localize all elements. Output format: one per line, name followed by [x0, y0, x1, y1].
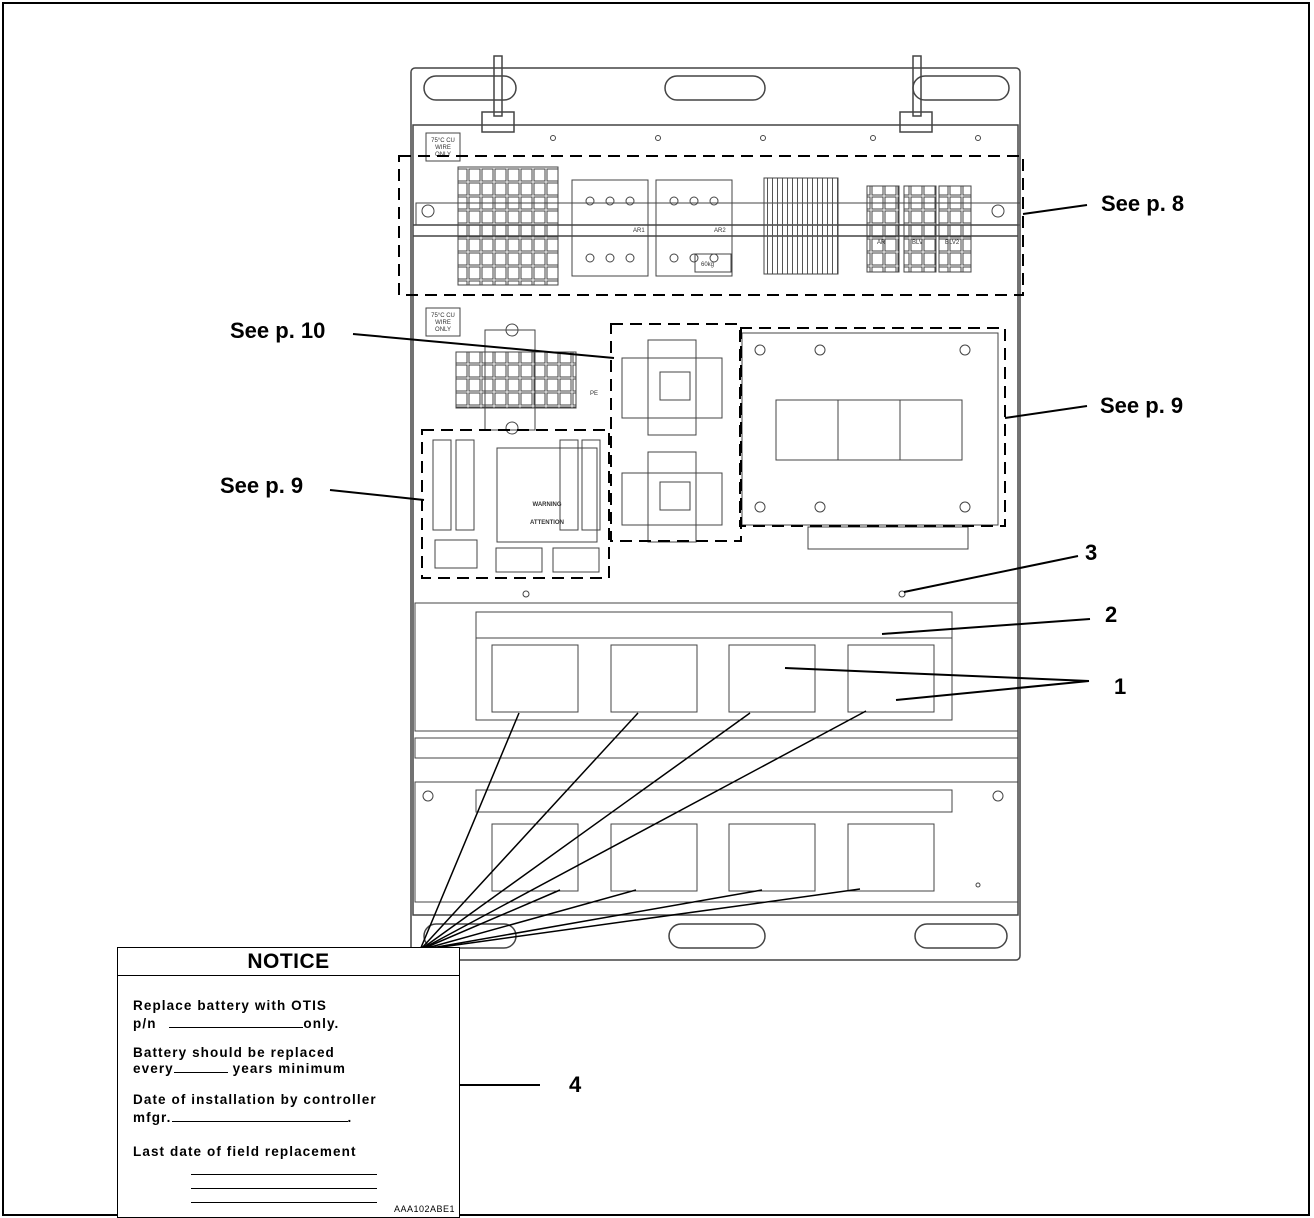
notice-every-suffix: years minimum — [232, 1061, 346, 1076]
notice-line-pn: p/n only. — [133, 1016, 339, 1031]
svg-text:WIRE: WIRE — [435, 320, 451, 326]
svg-text:60kg: 60kg — [701, 262, 714, 268]
leader-lines — [329, 204, 1091, 1086]
callout-number-1: 1 — [1114, 674, 1127, 699]
notice-mfgr-prefix: mfgr. — [133, 1110, 172, 1125]
notice-pn-suffix: only. — [303, 1016, 340, 1031]
callout-number-2: 2 — [1105, 602, 1118, 627]
svg-text:BLV2: BLV2 — [945, 240, 960, 246]
notice-part-code: AAA102ABE1 — [393, 1204, 455, 1214]
svg-text:ONLY: ONLY — [435, 327, 451, 333]
safety-labels: WARNING ATTENTION PE — [530, 391, 598, 526]
callout-see-p9-right: See p. 9 — [1100, 393, 1184, 418]
callout-see-p8: See p. 8 — [1101, 191, 1185, 216]
callout-see-p9-left: See p. 9 — [220, 473, 304, 498]
svg-text:WARNING: WARNING — [533, 502, 562, 508]
callout-regions — [398, 155, 1024, 579]
svg-text:75°C CU: 75°C CU — [431, 138, 455, 144]
svg-text:AR1: AR1 — [633, 228, 645, 234]
notice-line-last-date: Last date of field replacement — [133, 1144, 357, 1159]
notice-every-prefix: every — [133, 1061, 174, 1076]
notice-title-rule — [118, 975, 459, 976]
notice-line-mfgr: mfgr.. — [133, 1110, 352, 1125]
callout-number-4: 4 — [569, 1072, 582, 1097]
mounting-holes — [522, 135, 981, 888]
notice-title: NOTICE — [247, 950, 330, 973]
svg-text:AR2: AR2 — [714, 228, 726, 234]
signature-line-2 — [191, 1188, 377, 1189]
notice-leader-lines — [419, 710, 867, 951]
notice-line-replace: Replace battery with OTIS — [133, 998, 328, 1013]
pn-blank — [169, 1017, 304, 1028]
svg-text:AR: AR — [877, 240, 886, 246]
svg-text:PE: PE — [590, 391, 598, 397]
signature-line-1 — [191, 1174, 377, 1175]
wire-label-middle: 75°C CU WIRE ONLY — [425, 307, 461, 337]
svg-text:WIRE: WIRE — [435, 145, 451, 151]
callout-number-3: 3 — [1085, 540, 1098, 565]
relay-labels: AR1 AR2 AR BLV BLV2 60kg — [633, 228, 960, 268]
notice-line-every: every years minimum — [133, 1061, 346, 1076]
signature-line-3 — [191, 1202, 377, 1203]
notice-pn-prefix: p/n — [133, 1016, 157, 1031]
callout-see-p10: See p. 10 — [230, 318, 326, 343]
mfgr-blank — [171, 1111, 348, 1122]
svg-text:75°C CU: 75°C CU — [431, 313, 455, 319]
svg-text:ATTENTION: ATTENTION — [530, 520, 564, 526]
notice-line-battery: Battery should be replaced — [133, 1045, 335, 1060]
notice-mfgr-suffix: . — [347, 1110, 353, 1125]
din-rail-assembly — [415, 166, 1021, 286]
notice-line-date-install: Date of installation by controller — [133, 1092, 377, 1107]
middle-components — [432, 323, 999, 573]
years-blank — [173, 1062, 228, 1073]
battery-notice-label: NOTICE Replace battery with OTIS p/n onl… — [117, 947, 460, 1218]
svg-text:BLV: BLV — [912, 240, 923, 246]
